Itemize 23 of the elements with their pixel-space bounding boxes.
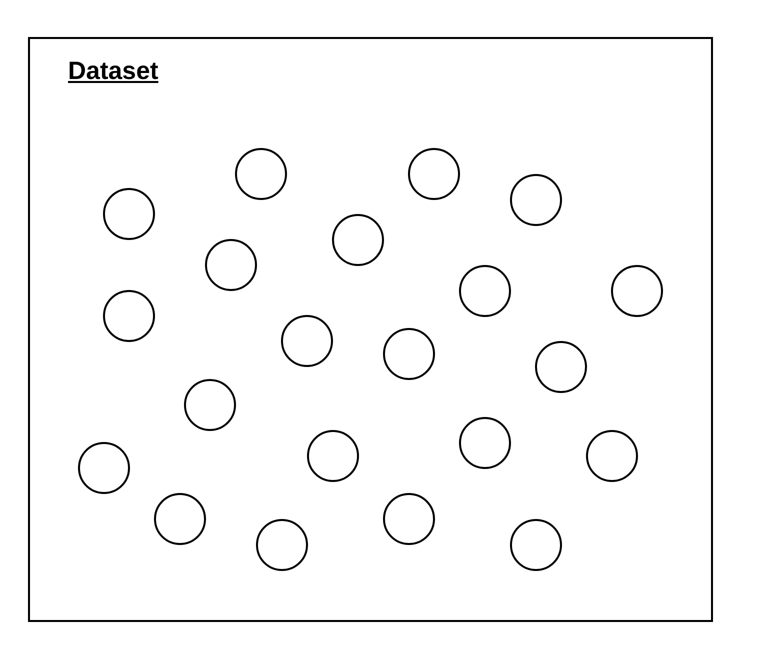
circle — [307, 430, 359, 482]
circle — [383, 328, 435, 380]
circle — [383, 493, 435, 545]
circle — [408, 148, 460, 200]
circle — [586, 430, 638, 482]
circle — [535, 341, 587, 393]
circle — [332, 214, 384, 266]
circle — [103, 188, 155, 240]
dataset-frame — [28, 37, 713, 622]
circle — [459, 265, 511, 317]
circle — [459, 417, 511, 469]
circle — [256, 519, 308, 571]
circle — [103, 290, 155, 342]
circle — [611, 265, 663, 317]
circle — [510, 519, 562, 571]
circle — [510, 174, 562, 226]
circle — [184, 379, 236, 431]
circle — [281, 315, 333, 367]
frame-heading: Dataset — [68, 57, 158, 86]
circle — [205, 239, 257, 291]
circle — [154, 493, 206, 545]
circle — [78, 442, 130, 494]
circle — [235, 148, 287, 200]
